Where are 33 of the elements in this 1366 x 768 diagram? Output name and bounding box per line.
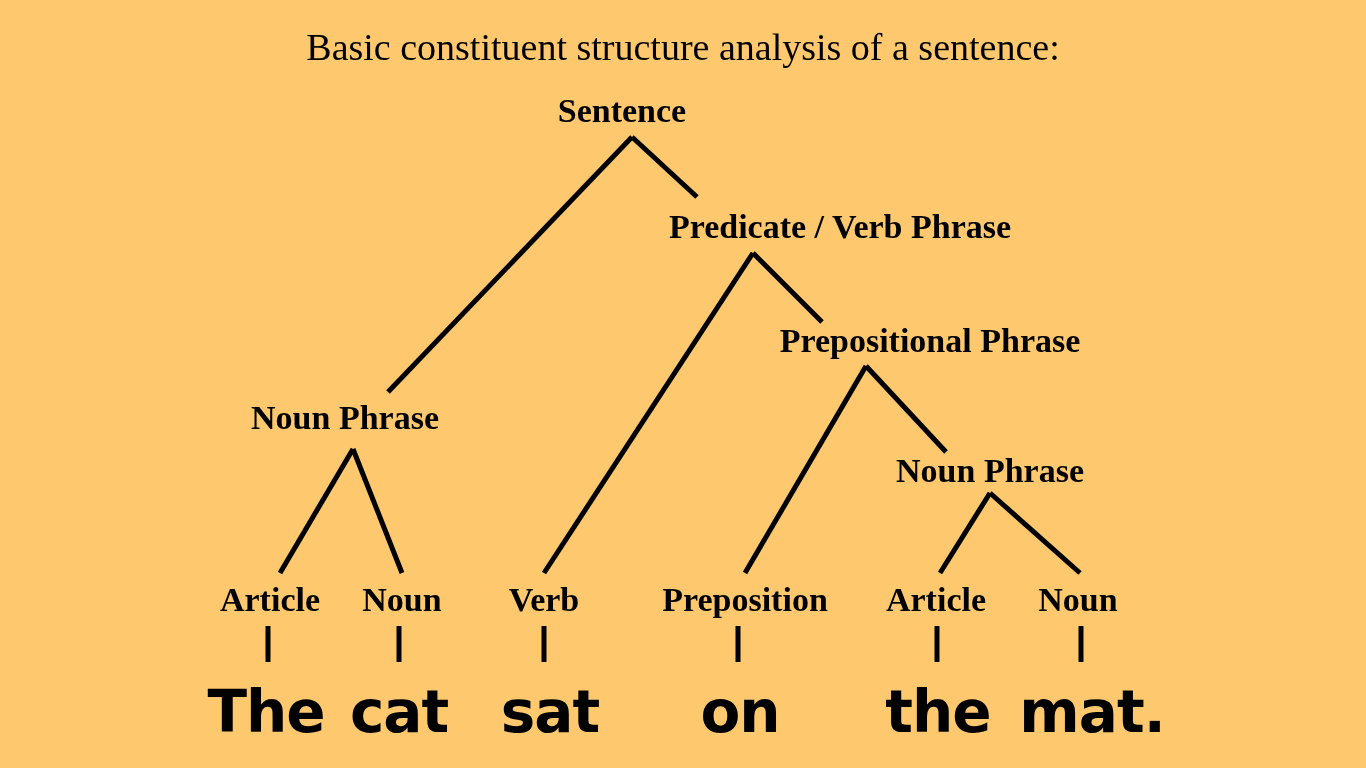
constituent-label: Noun Phrase — [896, 452, 1084, 493]
constituent-label: Noun — [1038, 573, 1118, 626]
constituent-label: Article — [886, 573, 986, 626]
tree-branch-line — [265, 626, 271, 662]
sentence-word: the — [885, 662, 991, 745]
constituent-label: Noun — [362, 573, 442, 626]
tree-branch-line — [1078, 626, 1084, 662]
sentence-word: cat — [349, 662, 449, 745]
tree-branch-line — [541, 251, 756, 575]
constituent-label: Prepositional Phrase — [779, 322, 1081, 366]
tree-branch-line — [988, 491, 1082, 575]
tree-branch-line — [751, 251, 824, 324]
tree-branch-line — [396, 626, 402, 662]
sentence-word: mat. — [1019, 662, 1165, 745]
tree-branch-line — [630, 135, 699, 199]
constituent-label: Verb — [508, 573, 580, 626]
tree-branch-line — [541, 626, 547, 662]
sentence-word: sat — [500, 662, 600, 745]
constituent-label: Noun Phrase — [251, 392, 439, 449]
constituent-label: Sentence — [557, 92, 687, 137]
diagram-title: Basic constituent structure analysis of a sentence: — [305, 25, 1061, 70]
tree-branch-line — [735, 626, 741, 662]
tree-branch-line — [386, 135, 634, 394]
constituent-label: Predicate / Verb Phrase — [668, 197, 1012, 253]
tree-branch-line — [937, 491, 993, 575]
constituent-label: Article — [220, 573, 320, 626]
tree-branch-line — [864, 364, 948, 454]
constituent-label: Preposition — [662, 573, 828, 626]
tree-branch-line — [934, 626, 940, 662]
sentence-word: on — [700, 662, 780, 745]
tree-branch-line — [742, 364, 869, 575]
tree-branch-line — [350, 448, 405, 574]
sentence-word: The — [207, 662, 325, 745]
